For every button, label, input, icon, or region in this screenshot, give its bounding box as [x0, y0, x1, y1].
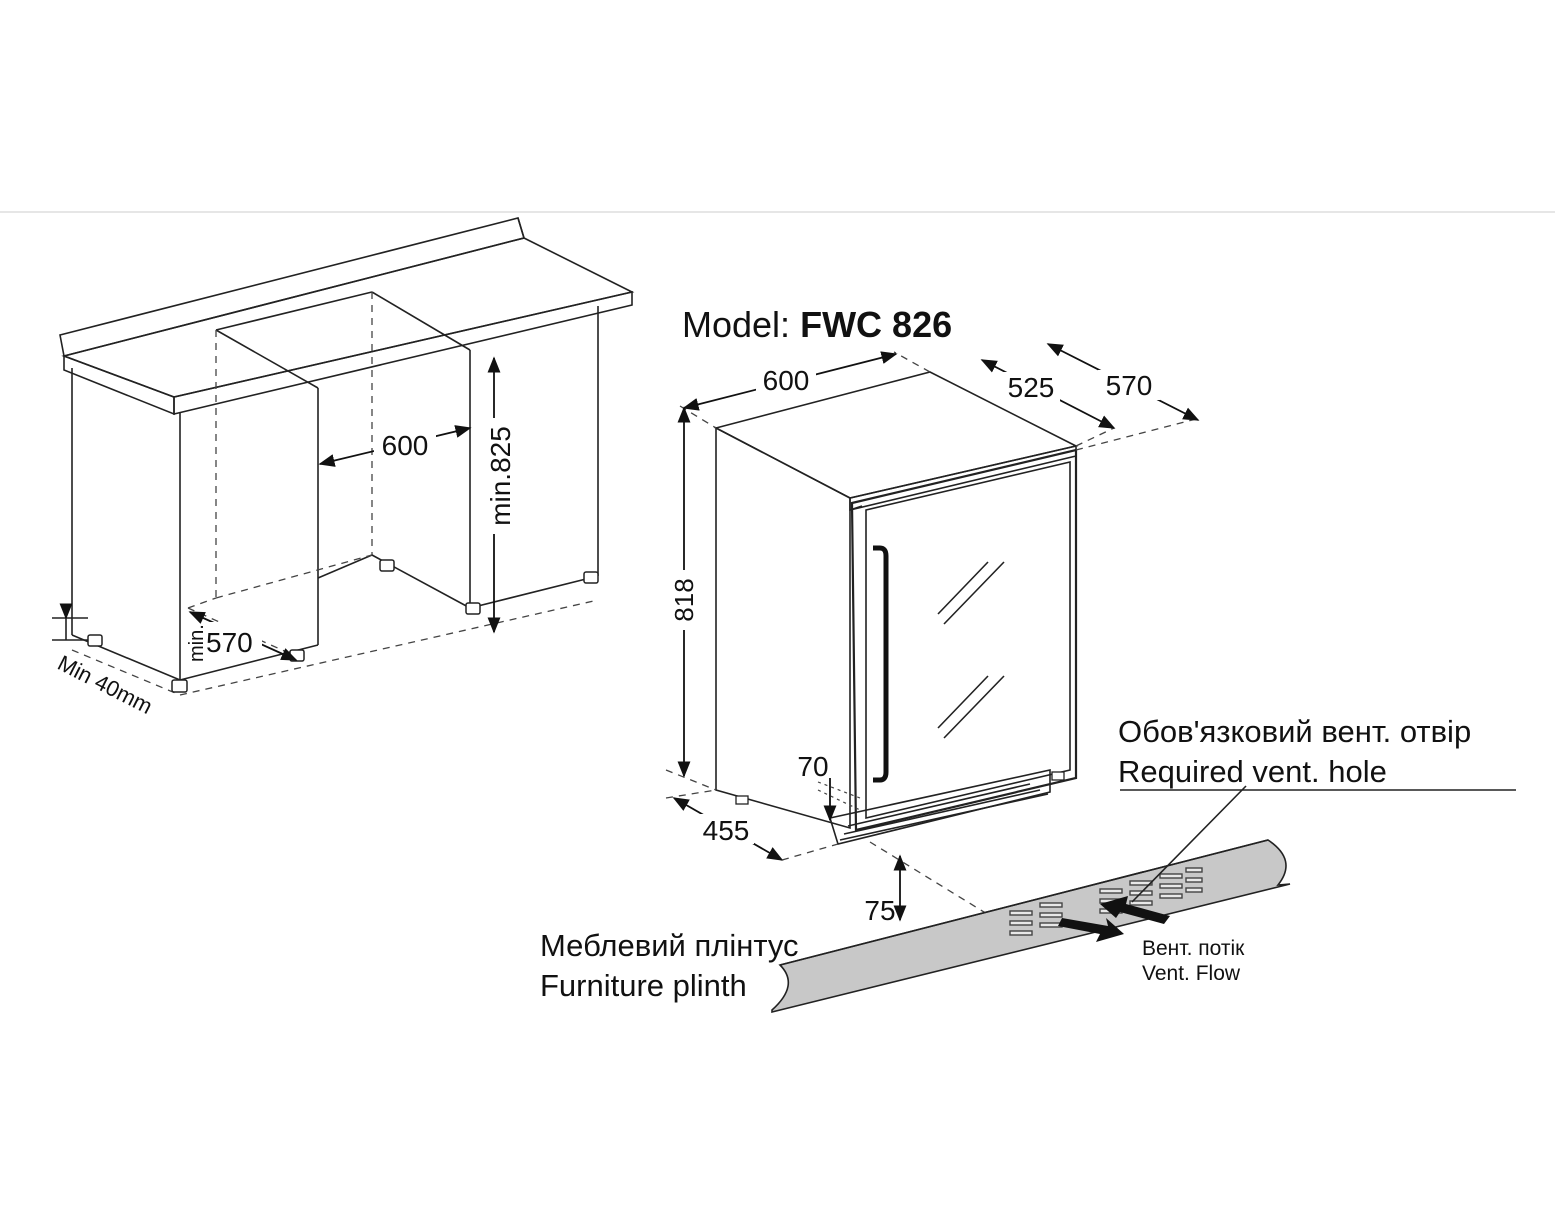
model-title: Model: FWC 826	[682, 304, 952, 345]
cabinet-depth-label: 570	[206, 627, 253, 658]
appliance-width-label: 600	[763, 365, 810, 396]
vent-hole-label-uk: Обов'язковий вент. отвір	[1118, 714, 1471, 749]
cabinet-depth-prefix: min.	[186, 624, 208, 662]
vent-hole-label-en: Required vent. hole	[1118, 754, 1387, 789]
door-gap-label: 70	[797, 751, 828, 782]
vent-flow-label-en: Vent. Flow	[1142, 962, 1241, 985]
kitchen-cabinet-drawing	[52, 217, 635, 696]
cabinet-width-label: 600	[382, 430, 429, 461]
model-name: FWC 826	[800, 304, 952, 345]
appliance-body-depth-label: 525	[1008, 372, 1055, 403]
plinth-height-label: 75	[864, 895, 895, 926]
door-open-depth-label: 455	[703, 815, 750, 846]
cabinet-clearance-label: Min 40mm	[54, 650, 157, 719]
appliance-height-label: 818	[669, 578, 699, 621]
plinth-label-en: Furniture plinth	[540, 968, 747, 1003]
vent-flow-label-uk: Вент. потік	[1142, 937, 1245, 960]
cabinet-height-label: min.825	[485, 426, 516, 526]
plinth-label-uk: Меблевий плінтус	[540, 928, 799, 963]
appliance-total-depth-label: 570	[1106, 370, 1153, 401]
model-prefix: Model:	[682, 304, 790, 345]
furniture-plinth-drawing	[771, 785, 1516, 1014]
appliance-drawing	[665, 343, 1201, 929]
